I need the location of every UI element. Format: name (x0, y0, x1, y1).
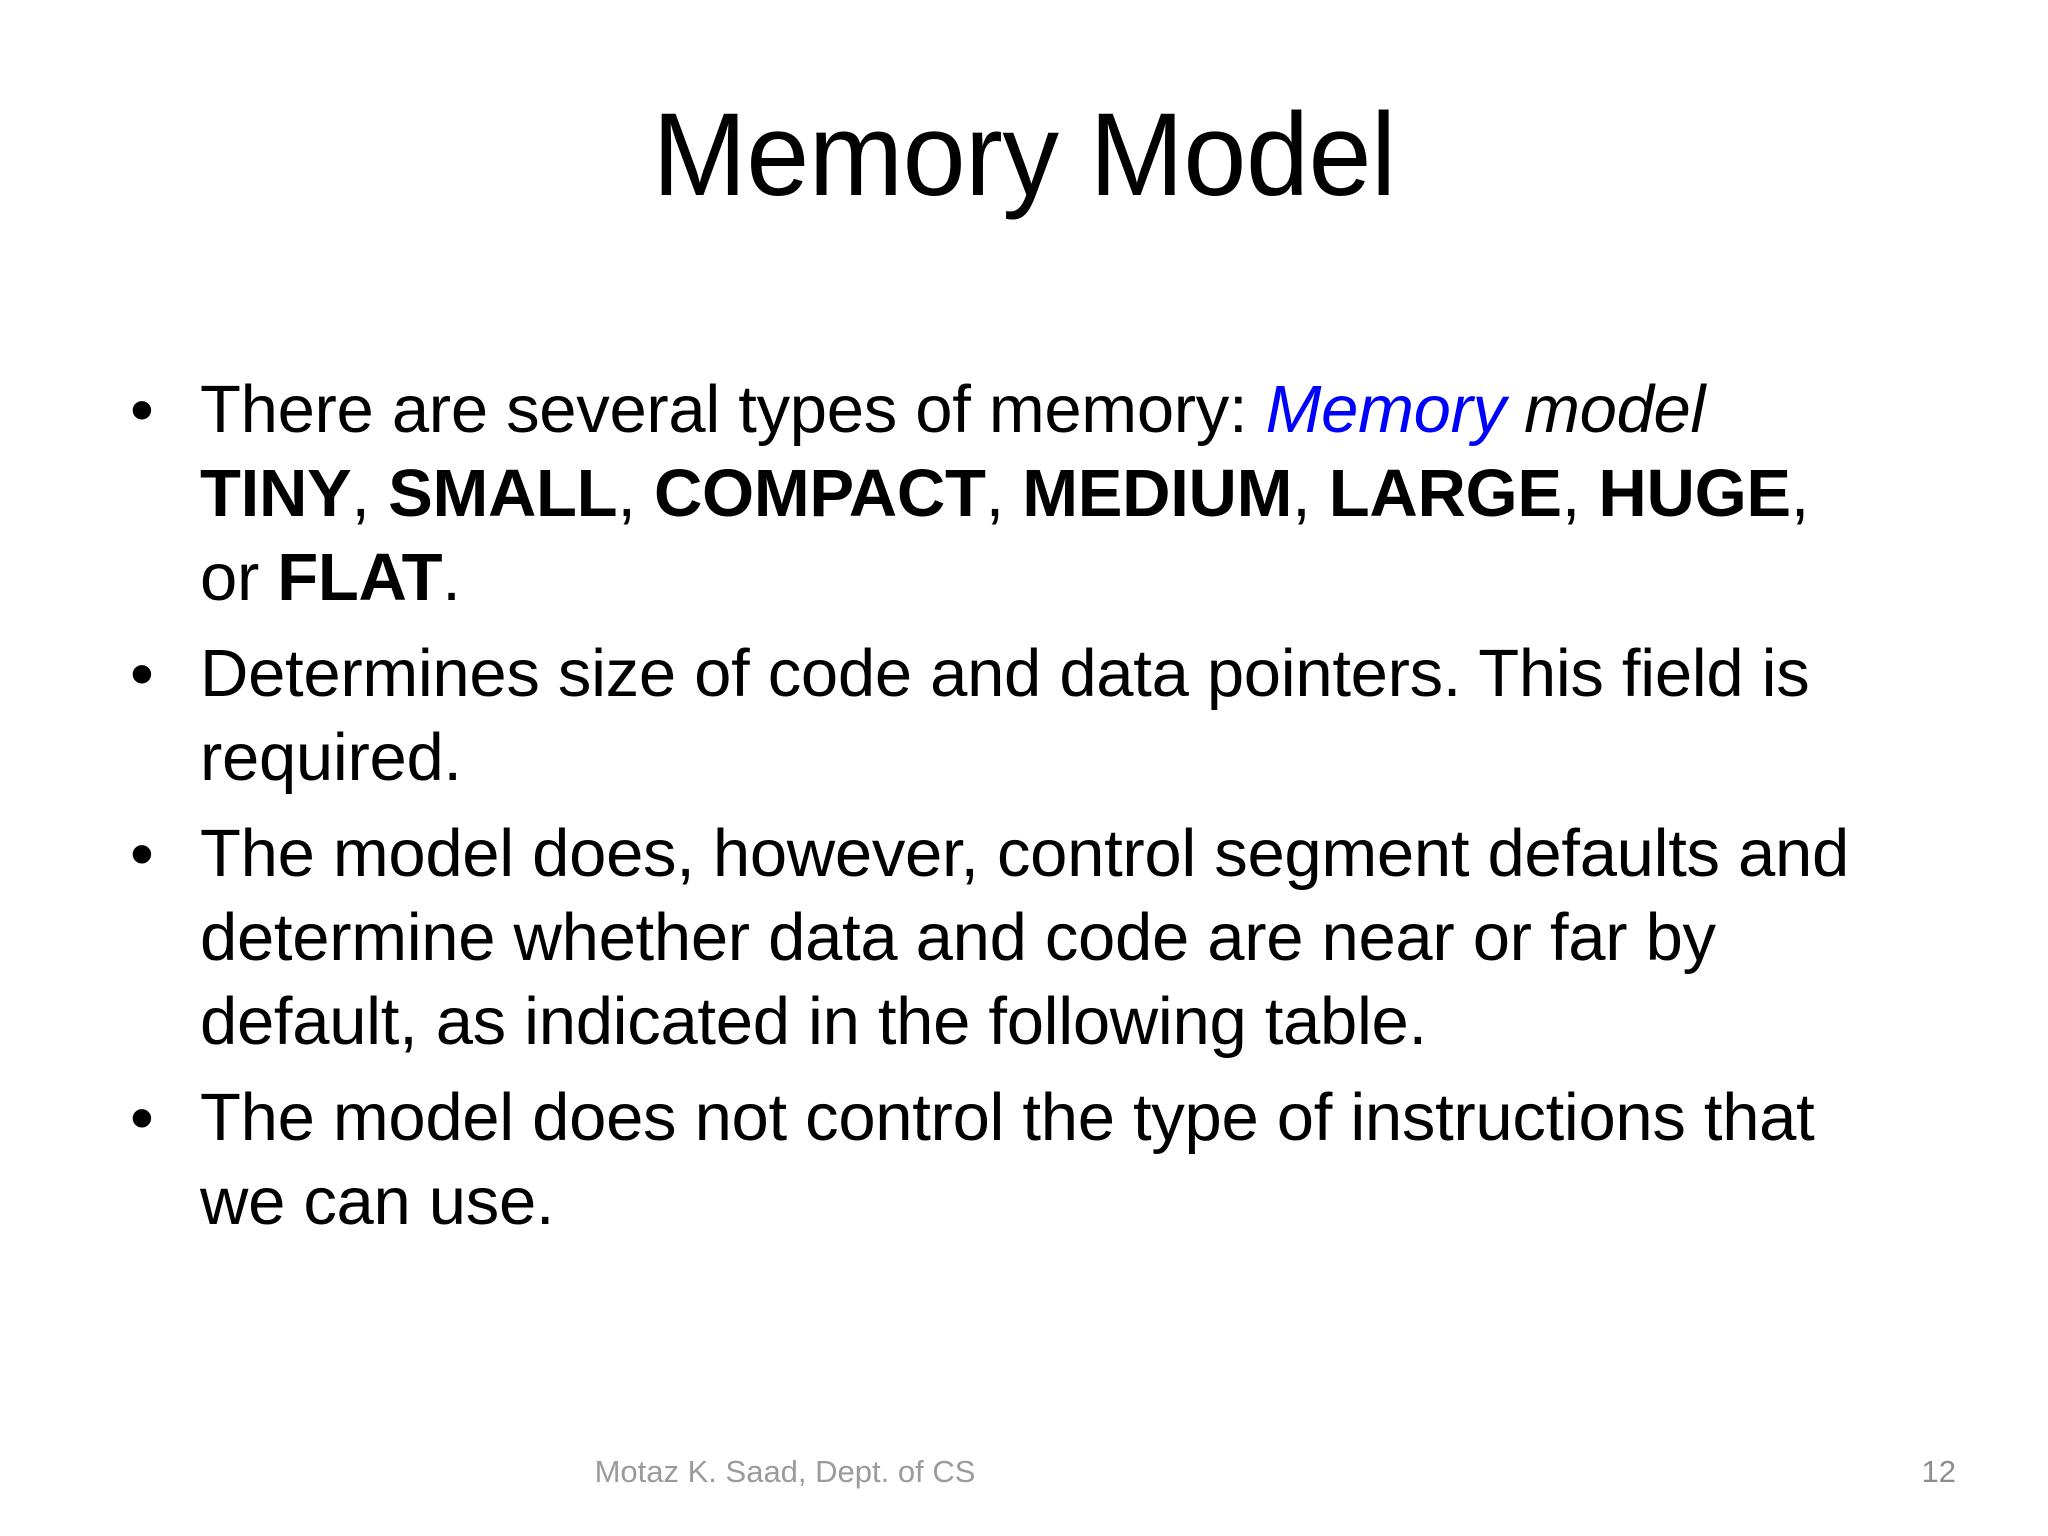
bullet-text-2: Determines size of code and data pointer… (200, 636, 1810, 795)
segment-sep: , (1292, 456, 1329, 531)
list-item: • The model does, however, control segme… (112, 812, 1854, 1064)
segment-sep-or: , or (200, 456, 1810, 615)
page-number: 12 (1921, 1454, 1956, 1489)
footer-credit: Motaz K. Saad, Dept. of CS (594, 1454, 976, 1489)
segment-sep: , (617, 456, 654, 531)
bullet-list: • There are several types of memory: Mem… (112, 368, 1854, 1244)
list-item: • Determines size of code and data point… (112, 632, 1854, 800)
segment-model-huge: HUGE (1598, 456, 1791, 531)
bullet-point-icon: • (130, 636, 154, 712)
segment-text: There are several types of memory: (200, 372, 1266, 447)
segment-space (1506, 372, 1524, 447)
segment-model-tiny: TINY (200, 456, 352, 531)
bullet-point-icon: • (130, 372, 154, 448)
segment-memory-keyword: Memory (1265, 372, 1506, 447)
list-item: • The model does not control the type of… (112, 1076, 1854, 1244)
bullet-point-icon: • (130, 1080, 154, 1156)
segment-model-compact: COMPACT (653, 456, 986, 531)
segment-model-small: SMALL (388, 456, 618, 531)
bullet-text-1: There are several types of memory: Memor… (200, 368, 1854, 620)
bullet-point-icon: • (130, 816, 154, 892)
segment-sep: , (351, 456, 389, 531)
segment-period: . (442, 540, 461, 615)
segment-model-keyword: model (1524, 372, 1706, 447)
bullet-text-4: The model does not control the type of i… (200, 1080, 1815, 1239)
bullet-text-3: The model does, however, control segment… (200, 816, 1849, 1059)
page-title: Memory Model (652, 89, 1396, 221)
segment-sep: , (985, 456, 1023, 531)
segment-model-large: LARGE (1328, 456, 1562, 531)
segment-model-flat: FLAT (277, 540, 443, 615)
segment-sep: , (1561, 456, 1599, 531)
list-item: • There are several types of memory: Mem… (112, 368, 1854, 620)
segment-model-medium: MEDIUM (1022, 456, 1293, 531)
